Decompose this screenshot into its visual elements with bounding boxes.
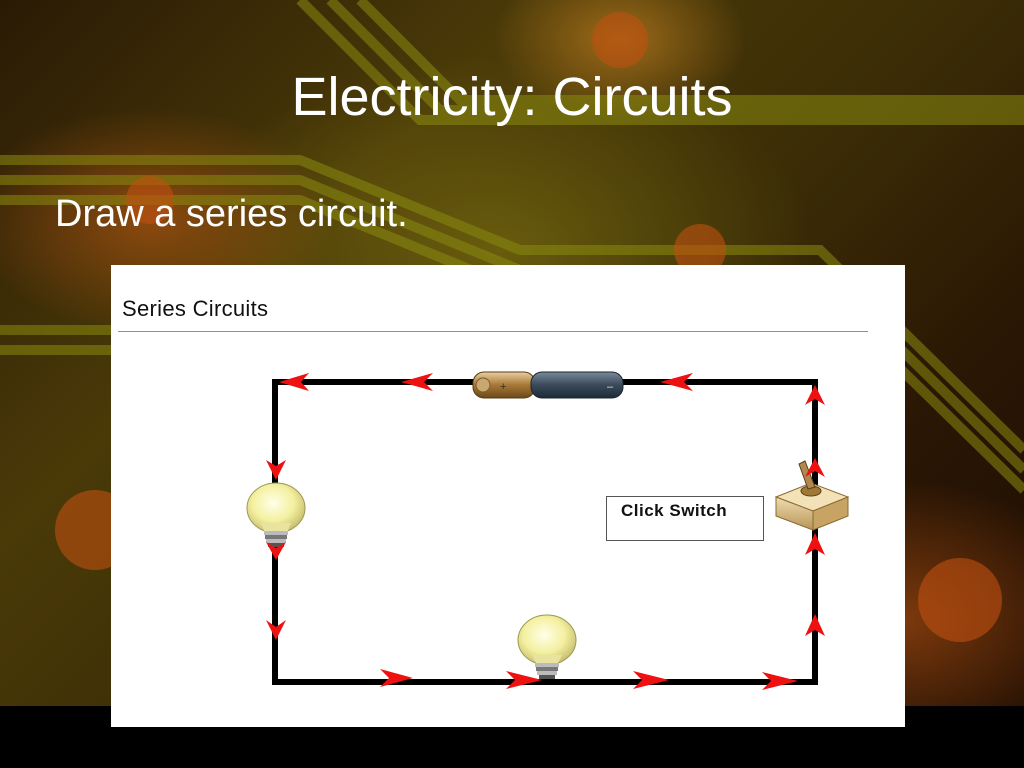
current-arrow-icon: [805, 385, 825, 405]
battery-icon: + –: [472, 371, 624, 399]
click-switch-label[interactable]: Click Switch: [606, 496, 764, 541]
slide-title: Electricity: Circuits: [291, 67, 733, 127]
battery-plus-label: +: [500, 381, 506, 393]
current-arrow-icon: [506, 671, 542, 689]
current-arrow-icon: [805, 614, 825, 636]
panel-divider: [118, 331, 868, 332]
current-arrow-icon: [266, 542, 286, 560]
circuit-wires: [272, 379, 818, 685]
current-arrow-icon: [401, 373, 433, 391]
current-arrows: [266, 373, 825, 690]
current-arrow-icon: [633, 671, 669, 689]
current-arrow-icon: [266, 620, 286, 640]
current-arrow-icon: [380, 669, 413, 687]
panel-title: Series Circuits: [122, 296, 269, 321]
battery-minus-label: –: [607, 381, 614, 393]
toggle-switch-icon[interactable]: [774, 460, 850, 531]
current-arrow-icon: [805, 533, 825, 555]
slide-bullet-text: Draw a series circuit.: [55, 193, 408, 235]
current-arrow-icon: [660, 373, 693, 391]
current-arrow-icon: [266, 460, 286, 480]
light-bulb-icon: [517, 614, 577, 679]
click-switch-text: Click Switch: [621, 501, 728, 520]
current-arrow-icon: [279, 373, 309, 391]
series-circuit-panel: Series Circuits: [111, 265, 905, 727]
circuit-diagram: + –: [246, 371, 850, 690]
current-arrow-icon: [805, 458, 825, 477]
light-bulb-icon: [246, 482, 306, 547]
current-arrow-icon: [762, 672, 798, 690]
